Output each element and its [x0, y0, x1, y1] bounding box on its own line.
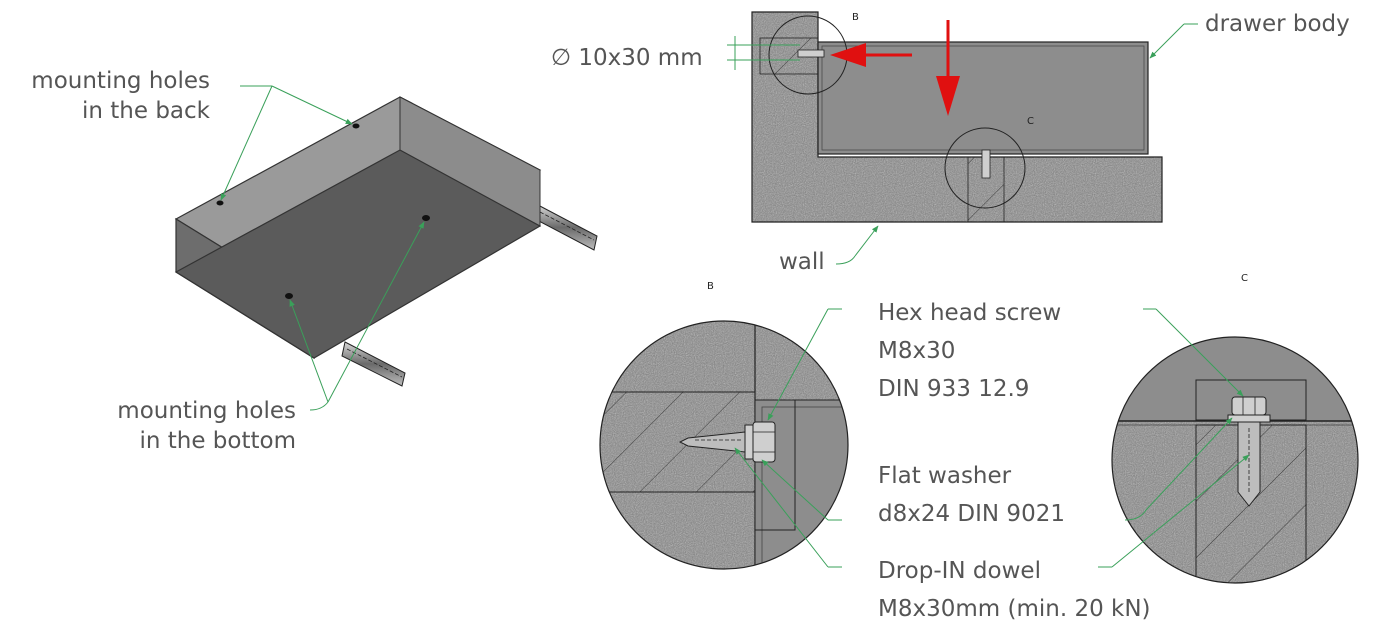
washer-label: Flat washer d8x24 DIN 9021: [878, 457, 1065, 533]
washer-b: [744, 424, 754, 460]
screw-leaders: [767, 308, 1244, 421]
detail-marker-c: [944, 127, 1026, 209]
dowel-leaders: [734, 447, 1250, 568]
detail-marker-c-tag: C: [1027, 116, 1034, 127]
wall-label: wall: [779, 249, 825, 275]
washer-leaders: [761, 417, 1233, 521]
arrow-left-icon: [830, 43, 866, 67]
mounting-hole-bottom-1: [422, 215, 430, 221]
holes-back-leader: [220, 85, 353, 201]
hex-head-b: [752, 421, 776, 463]
detail-b-title: B: [707, 281, 714, 292]
mounting-hole-bottom-2: [285, 293, 293, 299]
holes-bottom-line-2: in the bottom: [139, 428, 296, 454]
holes-bottom-leader: [289, 221, 425, 411]
hex-screw-label: Hex head screw M8x30 DIN 933 12.9: [878, 294, 1061, 408]
holes-bottom-label: mounting holes in the bottom: [117, 396, 296, 456]
dowel-line-2: M8x30mm (min. 20 kN): [878, 596, 1151, 622]
drill-dimension: [727, 36, 800, 70]
holes-back-label: mounting holes in the back: [31, 66, 210, 126]
holes-back-line-1: mounting holes: [31, 68, 210, 94]
drawer-body-section: [817, 41, 1149, 155]
installation-arrows: [830, 20, 960, 116]
section-view: [727, 11, 1198, 265]
arrow-down-icon: [936, 76, 960, 116]
detail-b: [599, 320, 849, 570]
mounting-hole-back-1: [352, 123, 360, 129]
drawer-isometric-view: [174, 85, 598, 411]
wall-section: [751, 11, 1163, 223]
drawer-rail-front: [341, 341, 406, 387]
washer-c: [1227, 414, 1271, 423]
hex-head-c: [1231, 396, 1267, 416]
dowel-line-1: Drop-IN dowel: [878, 558, 1041, 584]
hex-screw-line-3: DIN 933 12.9: [878, 376, 1030, 402]
washer-line-2: d8x24 DIN 9021: [878, 501, 1065, 527]
hex-screw-line-1: Hex head screw: [878, 300, 1062, 326]
washer-line-1: Flat washer: [878, 463, 1012, 489]
holes-back-line-2: in the back: [82, 98, 210, 124]
detail-marker-b-tag: B: [852, 12, 859, 23]
drawer-body-label: drawer body: [1205, 11, 1350, 37]
drill-diameter-label: ∅ 10x30 mm: [551, 45, 703, 71]
drawer-rail-rear: [534, 204, 598, 251]
dowel-b: [678, 431, 746, 453]
detail-c: [1111, 336, 1359, 584]
hex-screw-line-2: M8x30: [878, 338, 956, 364]
wall-leader: [835, 225, 879, 265]
drawer-body-leader: [1149, 23, 1198, 59]
holes-bottom-line-1: mounting holes: [117, 398, 296, 424]
detail-c-title: C: [1241, 273, 1248, 284]
mounting-hole-back-2: [216, 200, 224, 206]
dowel-label: Drop-IN dowel M8x30mm (min. 20 kN): [878, 552, 1151, 628]
